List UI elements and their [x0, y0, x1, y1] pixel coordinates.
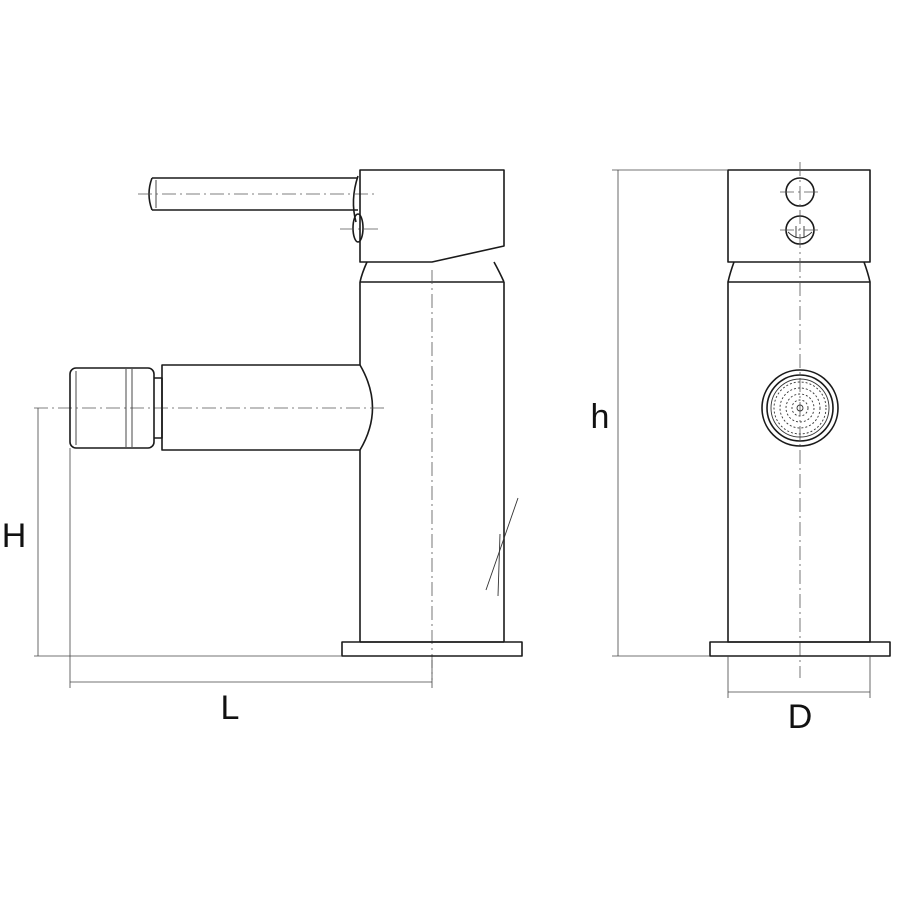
dimension-depth: D [727, 656, 871, 736]
dimension-label-h: h [591, 398, 610, 436]
spout-arm [34, 364, 386, 451]
dimension-label-H: H [2, 517, 27, 555]
dimension-h-spout: H [2, 408, 342, 657]
front-view: h D [591, 162, 891, 736]
dimension-length: L [69, 448, 433, 727]
dimension-label-D: D [788, 698, 813, 736]
base-plate [341, 641, 523, 657]
spout-nozzle [69, 367, 163, 449]
dimension-label-L: L [221, 689, 240, 727]
front-cartridge-head [727, 169, 871, 283]
lever-handle [138, 175, 380, 243]
cartridge-head [359, 169, 505, 283]
side-view: H L [2, 169, 523, 727]
main-body [359, 270, 519, 680]
front-base-plate [709, 641, 891, 657]
dimension-h-total: h [591, 169, 728, 657]
front-main-body [727, 162, 871, 678]
aerator-mesh [761, 369, 839, 447]
